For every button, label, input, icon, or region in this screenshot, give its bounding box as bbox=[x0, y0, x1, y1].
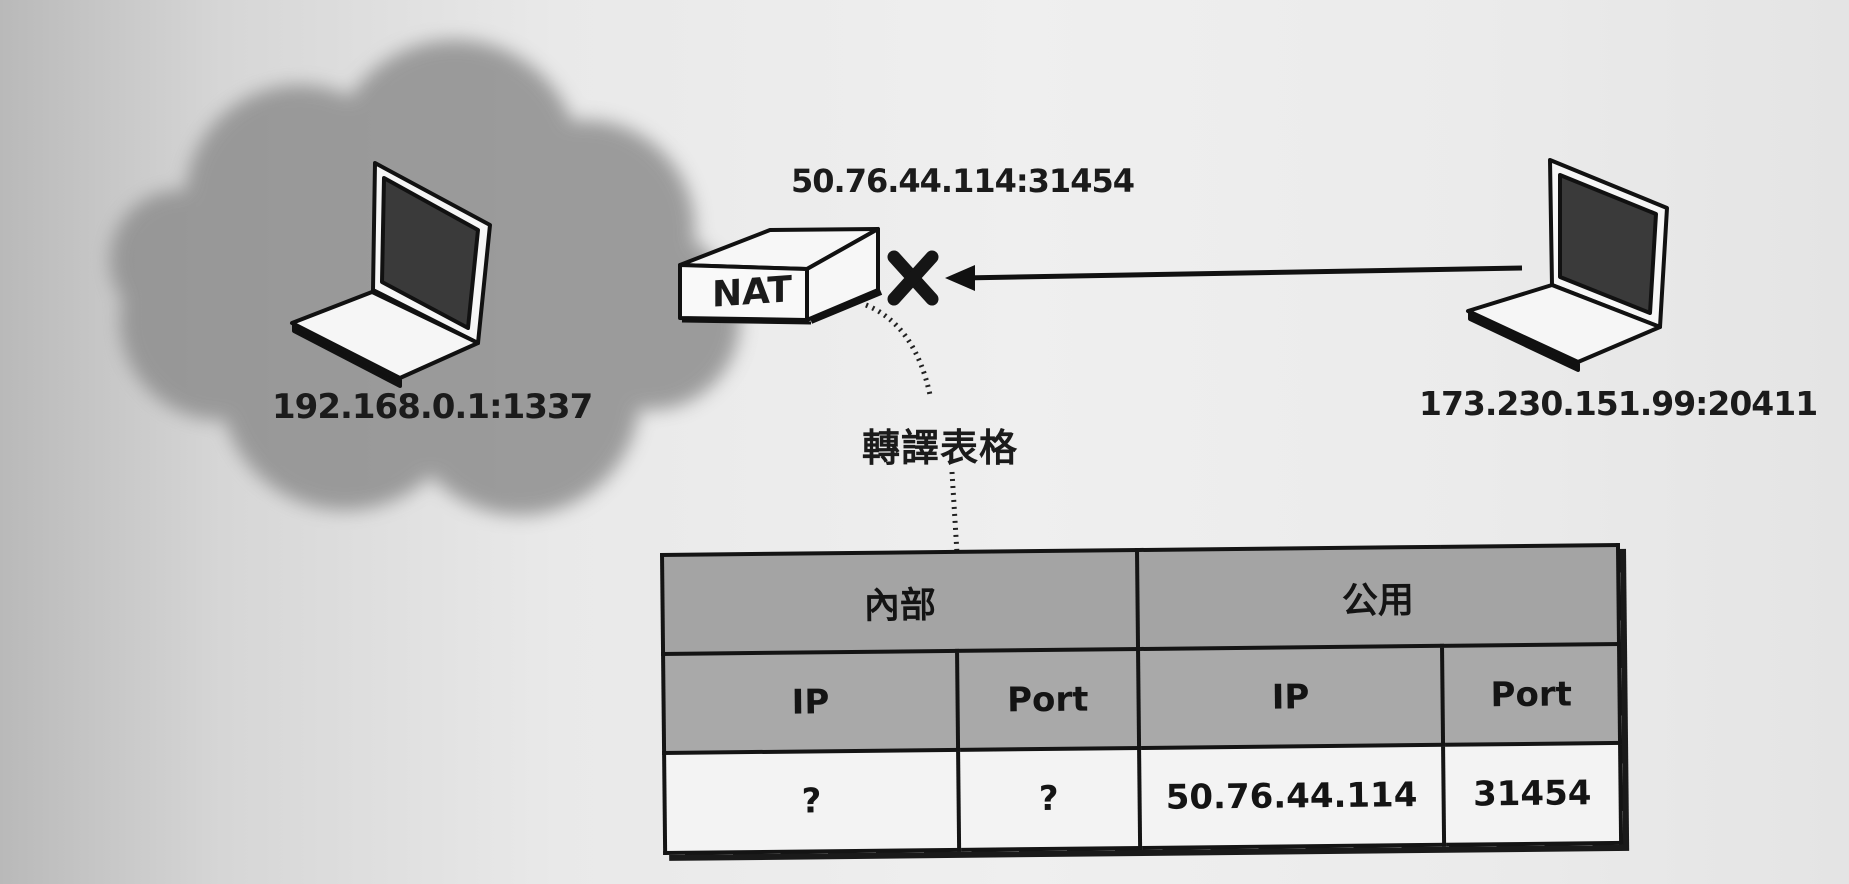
translation-table-label: 轉譯表格 bbox=[862, 426, 1019, 470]
cell-public-port: 31454 bbox=[1443, 742, 1622, 845]
column-header-public-port: Port bbox=[1442, 643, 1621, 745]
cell-internal-ip: ? bbox=[664, 749, 959, 853]
private-client-address: 192.168.0.1:1337 bbox=[272, 387, 593, 427]
remote-laptop-icon bbox=[1466, 158, 1669, 372]
nat-label: NAT bbox=[712, 269, 792, 316]
table-row: ? ? 50.76.44.114 31454 bbox=[664, 742, 1622, 853]
private-laptop-icon bbox=[290, 161, 492, 388]
table-group-header-row: 內部 公用 bbox=[662, 544, 1620, 654]
nat-public-address: 50.76.44.114:31454 bbox=[791, 162, 1135, 200]
column-header-internal-port: Port bbox=[956, 649, 1139, 750]
column-header-internal-ip: IP bbox=[663, 650, 958, 753]
translation-table: 內部 公用 IP Port IP Port ? ? 50.76.44.114 3… bbox=[660, 543, 1623, 855]
table-column-header-row: IP Port IP Port bbox=[663, 643, 1621, 753]
remote-peer-address: 173.230.151.99:20411 bbox=[1419, 384, 1818, 423]
group-header-internal: 內部 bbox=[662, 550, 1138, 654]
blocked-x-icon bbox=[887, 250, 939, 306]
nat-device-icon bbox=[678, 227, 883, 325]
incoming-connection-arrow bbox=[945, 265, 1523, 291]
cell-public-ip: 50.76.44.114 bbox=[1138, 744, 1445, 848]
column-header-public-ip: IP bbox=[1137, 645, 1444, 748]
cell-internal-port: ? bbox=[957, 747, 1140, 850]
group-header-public: 公用 bbox=[1136, 544, 1620, 650]
